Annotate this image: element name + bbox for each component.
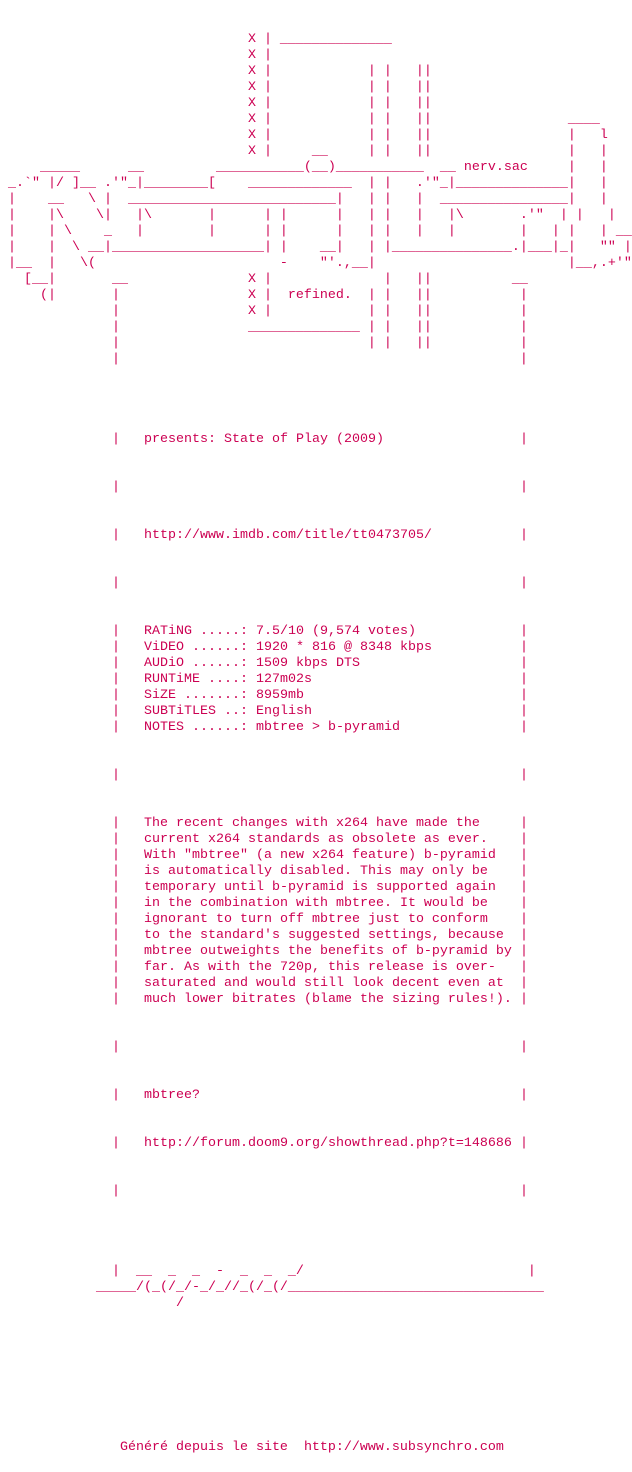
- description-line: ignorant to turn off mbtree just to conf…: [0, 912, 632, 928]
- ascii-art-line: X | | | ||: [0, 96, 432, 111]
- blank-line: [0, 576, 632, 592]
- imdb-link[interactable]: http://www.imdb.com/title/tt0473705/: [144, 528, 432, 543]
- ascii-art-line: | | | || |: [0, 336, 528, 351]
- ascii-art-line: | __ _ _ - _ _ _/ |: [0, 1264, 536, 1279]
- ascii-art-line: _.`" |/ ]__ .'"_|________[ _____________…: [0, 176, 608, 191]
- description-line: in the combination with mbtree. It would…: [0, 896, 632, 912]
- ascii-art-line: X | | | ||: [0, 64, 432, 79]
- spec-label: AUDiO ......:: [144, 656, 248, 671]
- spec-value: 8959mb: [255, 688, 304, 703]
- spec-value: 1920 * 816 @ 8348 kbps: [255, 640, 432, 655]
- ascii-art-line: _____ __ ___________(__)___________ __ n…: [0, 160, 608, 175]
- spec-row: RATiNG .....: 7.5/10 (9,574 votes): [0, 624, 632, 640]
- description-line: saturated and would still look decent ev…: [0, 976, 632, 992]
- description-line: With "mbtree" (a new x264 feature) b-pyr…: [0, 848, 632, 864]
- blank-line: [0, 768, 632, 784]
- blank-line: [0, 1040, 632, 1056]
- footer-credit-text: Généré depuis le site: [0, 1440, 304, 1455]
- spec-row: ViDEO ......: 1920 * 816 @ 8348 kbps: [0, 640, 632, 656]
- spec-value: mbtree > b-pyramid: [255, 720, 400, 735]
- description-line: current x264 standards as obsolete as ev…: [0, 832, 632, 848]
- blank-line: [0, 1392, 632, 1408]
- ascii-art-line: | ______________ | | || |: [0, 320, 528, 335]
- blank-line: [0, 480, 632, 496]
- ascii-art-line: X |: [0, 48, 272, 63]
- footer-credit: Généré depuis le site http://www.subsync…: [0, 1440, 632, 1456]
- ascii-art-line: [__| __ X | | || __: [0, 272, 528, 287]
- description-line: to the standard's suggested settings, be…: [0, 928, 632, 944]
- ascii-art-line: (| | X | refined. | | || |: [0, 288, 528, 303]
- ascii-art-line: X | ______________: [0, 32, 392, 47]
- ascii-art-line: /: [0, 1296, 184, 1311]
- spec-value: English: [255, 704, 312, 719]
- mbtree-label: mbtree?: [0, 1088, 632, 1104]
- presents-line: presents: State of Play (2009): [0, 432, 632, 448]
- spec-row: AUDiO ......: 1509 kbps DTS: [0, 656, 632, 672]
- spec-label: SUBTiTLES ..:: [144, 704, 248, 719]
- spec-value: 127m02s: [255, 672, 312, 687]
- spec-label: SiZE .......:: [144, 688, 248, 703]
- imdb-line: http://www.imdb.com/title/tt0473705/: [0, 528, 632, 544]
- description-line: temporary until b-pyramid is supported a…: [0, 880, 632, 896]
- footer-ascii-art: | __ _ _ - _ _ _/ | _____/(_(/_/-_/_//_(…: [0, 1264, 632, 1312]
- ascii-art-line: X | | | || ____: [0, 112, 600, 127]
- ascii-art-line: X | | | || | l: [0, 128, 608, 143]
- blank-line: [0, 1184, 632, 1200]
- spec-label: RUNTiME ....:: [144, 672, 248, 687]
- description-line: is automatically disabled. This may only…: [0, 864, 632, 880]
- description-line: far. As with the 720p, this release is o…: [0, 960, 632, 976]
- ascii-art-line: X | | | ||: [0, 80, 432, 95]
- ascii-art-line: | X | | | || |: [0, 304, 528, 319]
- spec-row: RUNTiME ....: 127m02s: [0, 672, 632, 688]
- description-line: much lower bitrates (blame the sizing ru…: [0, 992, 632, 1008]
- ascii-art-line: X | __ | | || | |: [0, 144, 608, 159]
- ascii-art-line: | |: [0, 352, 528, 367]
- spec-label: RATiNG .....:: [144, 624, 248, 639]
- ascii-art-line: _____/(_(/_/-_/_//_(/_(/________________…: [0, 1280, 544, 1295]
- spec-value: 7.5/10 (9,574 votes): [255, 624, 416, 639]
- spec-list: RATiNG .....: 7.5/10 (9,574 votes)ViDEO …: [0, 624, 632, 736]
- spec-row: SiZE .......: 8959mb: [0, 688, 632, 704]
- ascii-art-line: | |\ \| |\ | | | | | | | |\ .'" | | |: [0, 208, 616, 223]
- spec-row: SUBTiTLES ..: English: [0, 704, 632, 720]
- ascii-art-line: | | \ _ | | | | | | | | | | | | | __: [0, 224, 632, 239]
- spec-label: NOTES ......:: [144, 720, 248, 735]
- blank-line: [0, 1344, 632, 1360]
- ascii-art-line: | | \ __|___________________| | __| | |_…: [0, 240, 632, 255]
- header-ascii-art: X | ______________ X | X | | | || X | | …: [0, 32, 632, 368]
- description-line: The recent changes with x264 have made t…: [0, 816, 632, 832]
- ascii-art-line: | __ \ | __________________________| | |…: [0, 192, 608, 207]
- spec-value: 1509 kbps DTS: [255, 656, 360, 671]
- release-description: The recent changes with x264 have made t…: [0, 816, 632, 1008]
- mbtree-link[interactable]: http://forum.doom9.org/showthread.php?t=…: [144, 1136, 512, 1151]
- ascii-art-line: |__ | \( - "'.,__| |__,.+'": [0, 256, 632, 271]
- spec-row: NOTES ......: mbtree > b-pyramid: [0, 720, 632, 736]
- description-line: mbtree outweights the benefits of b-pyra…: [0, 944, 632, 960]
- release-info-frame: presents: State of Play (2009) http://ww…: [0, 400, 632, 1232]
- mbtree-url-line: http://forum.doom9.org/showthread.php?t=…: [0, 1136, 632, 1152]
- spec-label: ViDEO ......:: [144, 640, 248, 655]
- subsynchro-link[interactable]: http://www.subsynchro.com: [303, 1440, 504, 1455]
